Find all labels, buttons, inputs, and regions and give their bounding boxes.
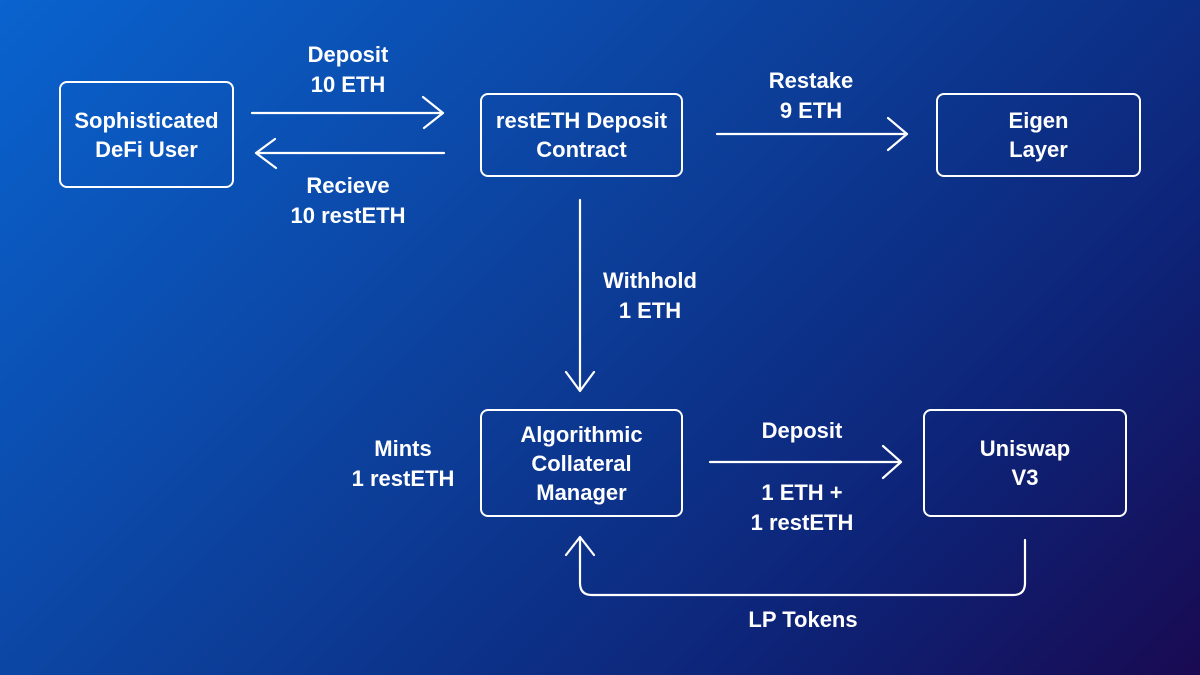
edge-label-line: Deposit (307, 42, 389, 67)
node-label-line: DeFi User (95, 136, 198, 162)
edge-label-restake: Restake 9 ETH (731, 66, 891, 126)
node-label-line: Sophisticated (74, 107, 219, 133)
node-label-line: Algorithmic (520, 421, 643, 447)
edge-label-withhold: Withhold 1 ETH (580, 266, 720, 326)
edge-label-line: 10 restETH (290, 203, 406, 228)
edge-label-deposit: Deposit 10 ETH (268, 40, 428, 100)
edge-label-line: 1 ETH (618, 298, 682, 323)
edge-label-line: LP Tokens (748, 607, 858, 632)
node-label-line: Collateral (531, 450, 632, 476)
restake-arrow (715, 116, 909, 152)
node-label-line: Uniswap (979, 436, 1071, 461)
withhold-arrow (564, 198, 596, 393)
edge-label-receive: Recieve 10 restETH (258, 171, 438, 231)
edge-label-line: Deposit (761, 418, 843, 443)
node-uniswap-v3: Uniswap V3 (923, 409, 1127, 517)
edge-label-deposit-uniswap-top: Deposit (732, 416, 872, 446)
node-label-line: Manager (536, 479, 627, 505)
edge-label-deposit-uniswap-amounts: 1 ETH + 1 restETH (722, 478, 882, 538)
node-algorithmic-collateral-manager: Algorithmic Collateral Manager (480, 409, 683, 517)
edge-label-mints: Mints 1 restETH (333, 434, 473, 494)
node-label-line: restETH Deposit (495, 108, 668, 133)
node-label-line: Layer (1009, 137, 1068, 162)
node-eigen-layer: Eigen Layer (936, 93, 1141, 177)
edge-label-line: Recieve (306, 173, 390, 198)
edge-label-line: 1 restETH (351, 466, 455, 491)
edge-label-line: 1 restETH (750, 510, 854, 535)
receive-arrow (254, 137, 446, 170)
node-sophisticated-defi-user: Sophisticated DeFi User (59, 81, 234, 188)
edge-label-line: 10 ETH (310, 72, 386, 97)
edge-label-lp-tokens: LP Tokens (713, 605, 893, 635)
edge-label-line: 9 ETH (779, 98, 843, 123)
node-label-line: Eigen (1008, 108, 1069, 133)
lp-tokens-arrow (564, 535, 1027, 597)
edge-label-line: Restake (768, 68, 854, 93)
edge-label-line: Mints (374, 436, 432, 461)
deposit-uniswap-arrow (708, 444, 903, 480)
edge-label-line: Withhold (603, 268, 697, 293)
node-resteth-deposit-contract: restETH Deposit Contract (480, 93, 683, 177)
node-label-line: Contract (536, 137, 627, 162)
deposit-arrow (250, 95, 445, 130)
node-label-line: V3 (1011, 465, 1039, 490)
edge-label-line: 1 ETH + (761, 480, 843, 505)
